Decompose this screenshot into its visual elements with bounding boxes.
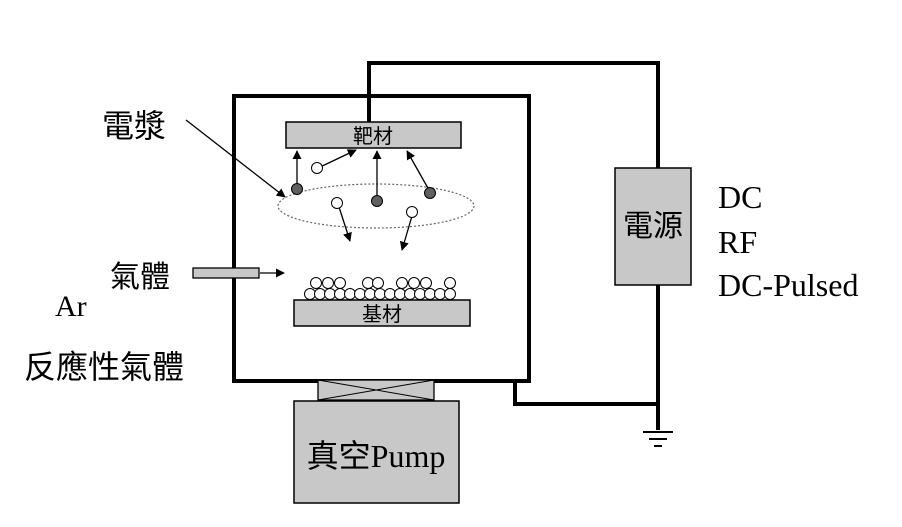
film-atom — [394, 288, 406, 300]
ion-particle — [424, 187, 436, 199]
film-atom — [434, 288, 446, 300]
film-atom — [404, 288, 416, 300]
film-atom — [324, 288, 336, 300]
film-atom — [334, 277, 346, 289]
film-atom — [408, 277, 420, 289]
target-plate — [285, 121, 462, 149]
film-atom — [444, 288, 456, 300]
film-atom — [364, 288, 376, 300]
plasma-label: 電漿 — [102, 108, 166, 144]
ar-label: Ar — [55, 290, 87, 323]
power-supply-label: 電源 — [623, 210, 683, 243]
film-atom — [310, 277, 322, 289]
target-label: 靶材 — [353, 125, 393, 148]
particle-arrows — [292, 149, 430, 251]
substrate-label: 基材 — [362, 303, 402, 326]
ion-arrow — [406, 150, 430, 191]
film-atom — [344, 288, 356, 300]
target-atom — [311, 162, 323, 174]
film-atom — [444, 277, 456, 289]
wire-top — [367, 61, 660, 168]
film-atom — [396, 277, 408, 289]
ion-particle — [371, 195, 383, 207]
vacuum-pump-label: 真空Pump — [307, 438, 446, 474]
gas-inlet-pipe — [192, 267, 260, 279]
ion-particle — [291, 183, 303, 195]
film-atom — [372, 277, 384, 289]
power-mode-dc-pulsed: DC-Pulsed — [718, 267, 858, 303]
target-atom — [331, 197, 343, 209]
wire-chamber-ground — [513, 380, 658, 406]
film-atom — [414, 288, 426, 300]
gas-label: 氣體 — [110, 261, 170, 294]
film-atom — [304, 288, 316, 300]
valve-cross — [317, 379, 435, 401]
plasma-pointer — [185, 119, 286, 198]
atom-arrow — [338, 206, 352, 242]
film-atom — [322, 277, 334, 289]
power-supply — [614, 167, 692, 286]
film-atom — [314, 288, 326, 300]
atom-arrow — [399, 215, 413, 251]
vacuum-pump — [293, 400, 460, 504]
film-atom — [424, 288, 436, 300]
ground-icon — [643, 431, 673, 447]
film-atom — [384, 288, 396, 300]
film-atom — [420, 277, 432, 289]
substrate-plate — [293, 299, 471, 327]
atom-arrow — [317, 149, 357, 169]
film-atom — [354, 288, 366, 300]
deposited-film — [304, 277, 456, 300]
power-mode-dc: DC — [718, 179, 762, 215]
power-mode-rf: RF — [718, 224, 757, 260]
film-atom — [362, 277, 374, 289]
target-atom — [406, 206, 418, 218]
film-atom — [334, 288, 346, 300]
plasma-region — [277, 183, 475, 229]
film-atom — [374, 288, 386, 300]
reactive-gas-label: 反應性氣體 — [24, 349, 184, 385]
